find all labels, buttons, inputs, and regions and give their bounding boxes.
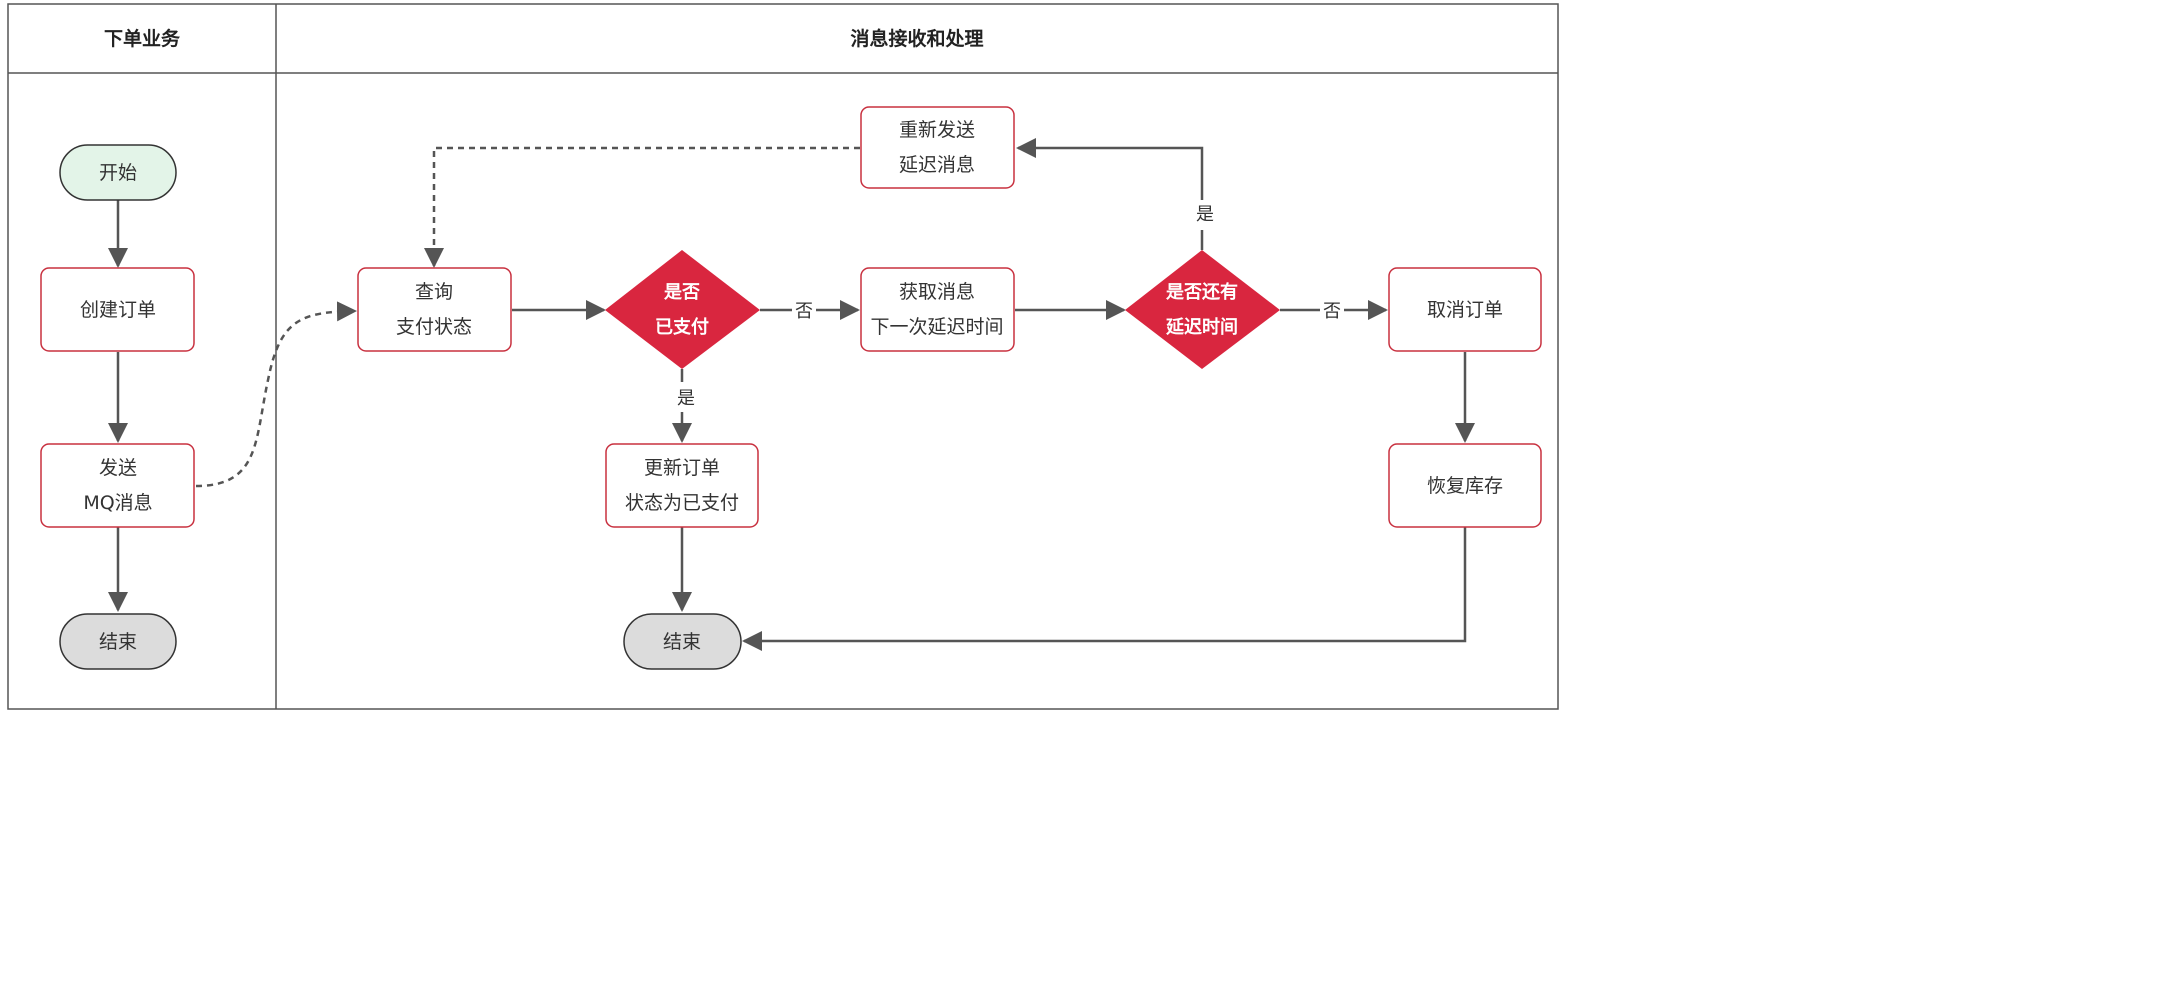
- lane-title-message: 消息接收和处理: [850, 27, 983, 50]
- edges: [108, 138, 1475, 651]
- node-update-line1: 更新订单: [644, 457, 720, 479]
- decision-paid-line2: 已支付: [655, 316, 709, 338]
- edge-send-query-dashed: [195, 301, 357, 488]
- node-update-line2: 状态为已支付: [625, 492, 739, 514]
- node-update-order[interactable]: 更新订单 状态为已支付: [605, 443, 759, 528]
- node-create-order-label: 创建订单: [80, 299, 156, 321]
- node-cancel-order[interactable]: 取消订单: [1388, 267, 1542, 352]
- node-query-line1: 查询: [415, 281, 453, 303]
- node-end-left-label: 结束: [99, 631, 137, 653]
- node-send-mq-line1: 发送: [99, 457, 137, 479]
- edge-hasdelay-resend-2: [1016, 138, 1204, 200]
- decision-paid-line1: 是否: [663, 282, 700, 303]
- edge-label-delay-yes: 是: [1196, 204, 1214, 225]
- node-fetch-line2: 下一次延迟时间: [870, 316, 1003, 338]
- lane-frame: [7, 3, 1559, 710]
- edge-label-paid-yes: 是: [677, 388, 695, 409]
- node-query-line2: 支付状态: [396, 316, 472, 338]
- decision-has-delay[interactable]: 是否还有 延迟时间: [1125, 250, 1280, 369]
- swimlane-flowchart: 下单业务 消息接收和处理 否 是 是 否 开始 创建订单 发送 MQ消息: [7, 3, 1559, 710]
- node-send-mq-line2: MQ消息: [83, 492, 152, 514]
- node-restore-stock[interactable]: 恢复库存: [1388, 443, 1542, 528]
- edge-label-delay-no: 否: [1323, 301, 1341, 322]
- lane-title-order: 下单业务: [104, 27, 181, 50]
- node-restore-stock-label: 恢复库存: [1427, 475, 1503, 497]
- edge-resend-query-dashed: [424, 146, 860, 268]
- edge-restore-end: [742, 527, 1467, 651]
- edge-label-paid-no: 否: [795, 301, 813, 322]
- node-resend-delay[interactable]: 重新发送 延迟消息: [860, 106, 1015, 189]
- node-end-right[interactable]: 结束: [623, 613, 742, 670]
- decision-has-delay-line2: 延迟时间: [1165, 317, 1238, 338]
- node-resend-line1: 重新发送: [899, 119, 975, 141]
- node-fetch-delay[interactable]: 获取消息 下一次延迟时间: [860, 267, 1015, 352]
- node-end-right-label: 结束: [663, 631, 701, 653]
- node-create-order[interactable]: 创建订单: [40, 267, 195, 352]
- node-send-mq[interactable]: 发送 MQ消息: [40, 443, 195, 528]
- node-query-payment[interactable]: 查询 支付状态: [357, 267, 512, 352]
- node-end-left[interactable]: 结束: [59, 613, 177, 670]
- node-cancel-order-label: 取消订单: [1427, 299, 1503, 321]
- decision-paid[interactable]: 是否 已支付: [605, 250, 760, 369]
- decision-has-delay-line1: 是否还有: [1165, 281, 1238, 303]
- node-start-label: 开始: [99, 162, 137, 184]
- node-resend-line2: 延迟消息: [899, 154, 975, 176]
- node-fetch-line1: 获取消息: [899, 281, 975, 303]
- node-start[interactable]: 开始: [59, 144, 177, 201]
